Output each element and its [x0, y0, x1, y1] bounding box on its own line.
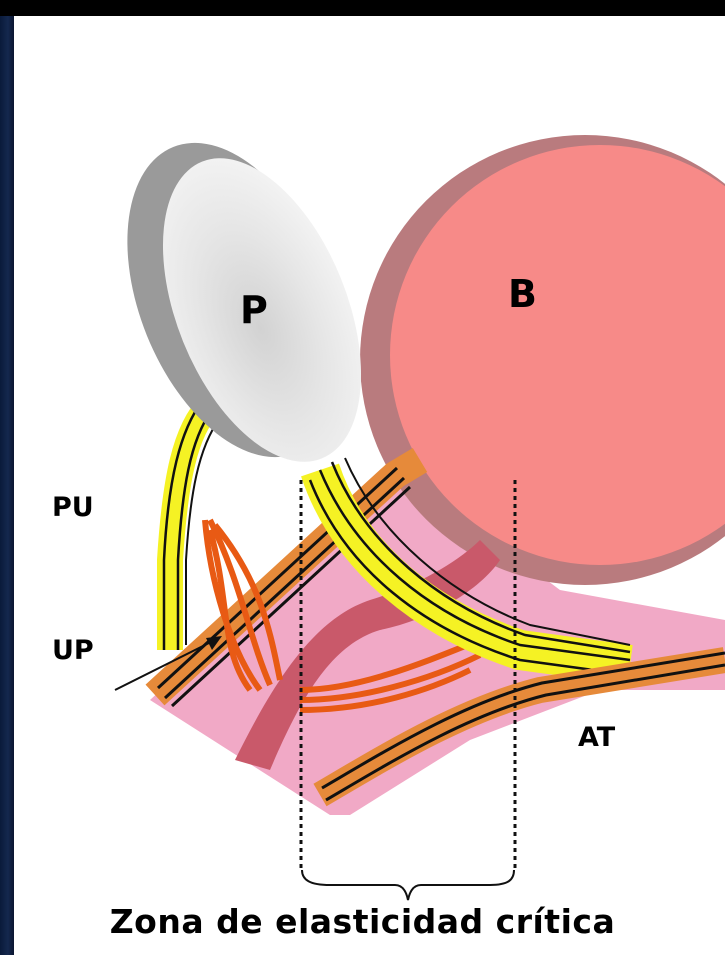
label-pu: PU [52, 492, 94, 523]
label-pubis: P [240, 288, 268, 332]
label-up: UP [52, 635, 94, 666]
diagram-caption: Zona de elasticidad crítica [0, 902, 725, 941]
label-bladder: B [508, 272, 537, 316]
critical-zone-brace [302, 870, 514, 900]
label-at: AT [578, 722, 615, 753]
